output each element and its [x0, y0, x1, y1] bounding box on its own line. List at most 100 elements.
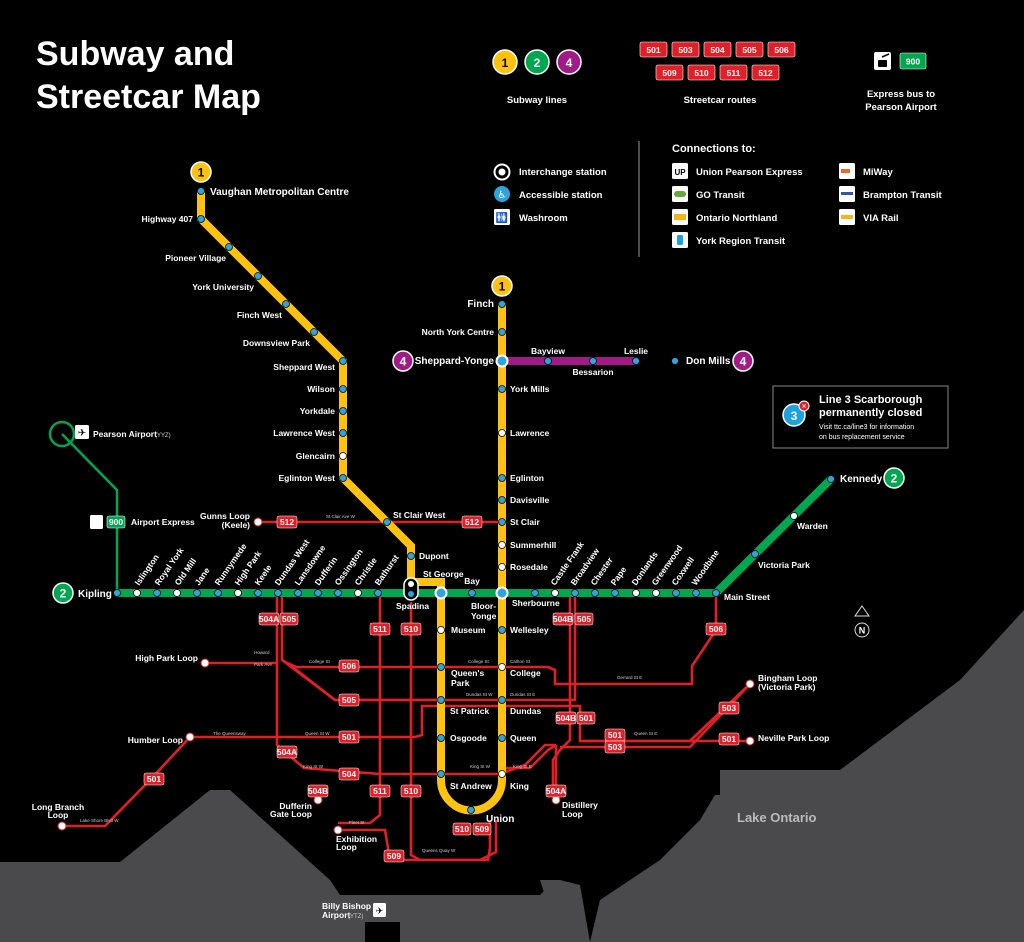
- svg-text:4: 4: [566, 56, 573, 70]
- svg-text:Dupont: Dupont: [419, 551, 449, 561]
- water-areas: [0, 610, 1024, 942]
- svg-text:Museum: Museum: [451, 625, 486, 635]
- billy-bishop-airport-icon: [373, 903, 386, 917]
- svg-text:Washroom: Washroom: [519, 213, 568, 224]
- svg-text:Bessarion: Bessarion: [572, 367, 613, 377]
- svg-text:510: 510: [404, 786, 418, 796]
- svg-text:King St E: King St E: [513, 764, 532, 769]
- svg-text:Gunns Loop: Gunns Loop: [200, 511, 250, 521]
- svg-text:504A: 504A: [277, 747, 297, 757]
- svg-text:Queen St E: Queen St E: [634, 731, 657, 736]
- svg-text:Lawrence: Lawrence: [510, 428, 549, 438]
- line2-icon: [524, 49, 550, 75]
- svg-text:503: 503: [722, 703, 736, 713]
- svg-text:Spadina: Spadina: [396, 601, 429, 611]
- svg-text:501: 501: [342, 732, 356, 742]
- street-labels: St Clair Ave W Howard Park Ave College S…: [80, 514, 657, 853]
- svg-text:Carlton St: Carlton St: [510, 659, 531, 664]
- svg-text:511: 511: [373, 786, 387, 796]
- svg-text:Humber Loop: Humber Loop: [128, 735, 183, 745]
- svg-text:Ontario Northland: Ontario Northland: [696, 213, 777, 224]
- svg-text:Main Street: Main Street: [724, 592, 770, 602]
- svg-text:Highway 407: Highway 407: [142, 214, 194, 224]
- svg-text:Davisville: Davisville: [510, 495, 549, 505]
- svg-text:(YYZ): (YYZ): [155, 433, 171, 439]
- svg-text:Osgoode: Osgoode: [450, 733, 487, 743]
- svg-text:Loop: Loop: [48, 810, 69, 820]
- svg-text:506: 506: [709, 624, 723, 634]
- page-title-line1: Subway and: [36, 35, 234, 73]
- svg-text:College: College: [510, 668, 541, 678]
- svg-text:1: 1: [198, 166, 205, 180]
- svg-text:Bingham Loop: Bingham Loop: [758, 673, 818, 683]
- svg-text:Lake Shore Blvd W: Lake Shore Blvd W: [80, 818, 119, 823]
- airport-icon: [75, 425, 89, 439]
- svg-text:Distillery: Distillery: [562, 800, 598, 810]
- svg-text:GO Transit: GO Transit: [696, 190, 745, 201]
- svg-text:St Clair: St Clair: [510, 517, 540, 527]
- svg-text:Keele: Keele: [252, 563, 273, 588]
- svg-text:St Clair West: St Clair West: [393, 510, 445, 520]
- svg-text:×: ×: [802, 404, 806, 411]
- svg-text:Jane: Jane: [192, 565, 211, 587]
- svg-text:Gerrard St E: Gerrard St E: [617, 675, 642, 680]
- svg-text:Leslie: Leslie: [624, 346, 648, 356]
- svg-text:Dundas St W: Dundas St W: [466, 692, 493, 697]
- svg-text:North York Centre: North York Centre: [422, 327, 495, 337]
- svg-text:2: 2: [534, 56, 541, 70]
- svg-text:505: 505: [282, 614, 296, 624]
- svg-text:York Mills: York Mills: [510, 384, 550, 394]
- svg-text:Queen's: Queen's: [451, 668, 484, 678]
- line4-labels: Bayview Bessarion Leslie Don Mills: [531, 346, 731, 377]
- svg-text:Bathurst: Bathurst: [372, 553, 400, 588]
- svg-text:Union Pearson Express: Union Pearson Express: [696, 167, 803, 178]
- svg-text:Pioneer Village: Pioneer Village: [165, 253, 226, 263]
- legend-subway-lines: 1 2 4 Subway lines: [492, 49, 582, 106]
- svg-text:511: 511: [373, 624, 387, 634]
- lake-ontario-label: Lake Ontario: [737, 810, 817, 825]
- svg-text:(YTZ): (YTZ): [348, 914, 363, 920]
- svg-text:Dufferin: Dufferin: [279, 801, 312, 811]
- svg-text:The Queensway: The Queensway: [213, 731, 247, 736]
- svg-text:Rosedale: Rosedale: [510, 562, 548, 572]
- svg-text:(Keele): (Keele): [222, 520, 251, 530]
- svg-text:Brampton Transit: Brampton Transit: [863, 190, 942, 201]
- svg-text:Line 3 Scarborough: Line 3 Scarborough: [819, 394, 923, 406]
- svg-text:Downsview Park: Downsview Park: [243, 338, 310, 348]
- svg-text:509: 509: [475, 824, 489, 834]
- svg-text:512: 512: [280, 517, 294, 527]
- svg-text:Subway lines: Subway lines: [507, 95, 567, 106]
- legend-express-bus: 900 Express bus to Pearson Airport: [865, 52, 938, 113]
- svg-text:UP: UP: [674, 168, 686, 177]
- svg-text:Park: Park: [451, 678, 470, 688]
- svg-text:4: 4: [400, 355, 407, 369]
- closed-icon: [798, 400, 810, 412]
- svg-text:1: 1: [499, 280, 506, 294]
- svg-text:2: 2: [60, 587, 67, 601]
- svg-text:4: 4: [740, 355, 747, 369]
- svg-text:504B: 504B: [308, 786, 328, 796]
- svg-text:Howard: Howard: [254, 650, 270, 655]
- svg-text:Wilson: Wilson: [307, 384, 335, 394]
- pearson-airport: ✈ Pearson Airport (YYZ) 900 Airport Expr…: [75, 425, 386, 920]
- svg-text:Pearson Airport: Pearson Airport: [93, 429, 157, 439]
- svg-text:501: 501: [722, 734, 736, 744]
- svg-text:504B: 504B: [553, 614, 573, 624]
- legend-connections: Connections to: UP Union Pearson Express…: [672, 143, 942, 248]
- svg-text:High Park Loop: High Park Loop: [135, 653, 198, 663]
- svg-text:Streetcar routes: Streetcar routes: [684, 95, 757, 106]
- svg-text:512: 512: [465, 517, 479, 527]
- svg-text:2: 2: [891, 472, 898, 486]
- svg-text:King St W: King St W: [470, 764, 491, 769]
- legend-symbols: Interchange station ♿ Accessible station…: [493, 141, 640, 257]
- line4-icon: [556, 49, 582, 75]
- line1-east-labels: Finch North York Centre Sheppard-Yonge Y…: [415, 299, 557, 825]
- svg-text:Interchange station: Interchange station: [519, 167, 607, 178]
- airport-bus-icon: [90, 515, 103, 529]
- svg-text:King St W: King St W: [303, 764, 324, 769]
- accessible-icon: [494, 186, 510, 202]
- line-bullets: 1 1 4 4 2 2: [52, 161, 905, 604]
- north-arrow: N: [854, 605, 870, 638]
- svg-text:Exhibition: Exhibition: [336, 834, 377, 844]
- svg-text:505: 505: [577, 614, 591, 624]
